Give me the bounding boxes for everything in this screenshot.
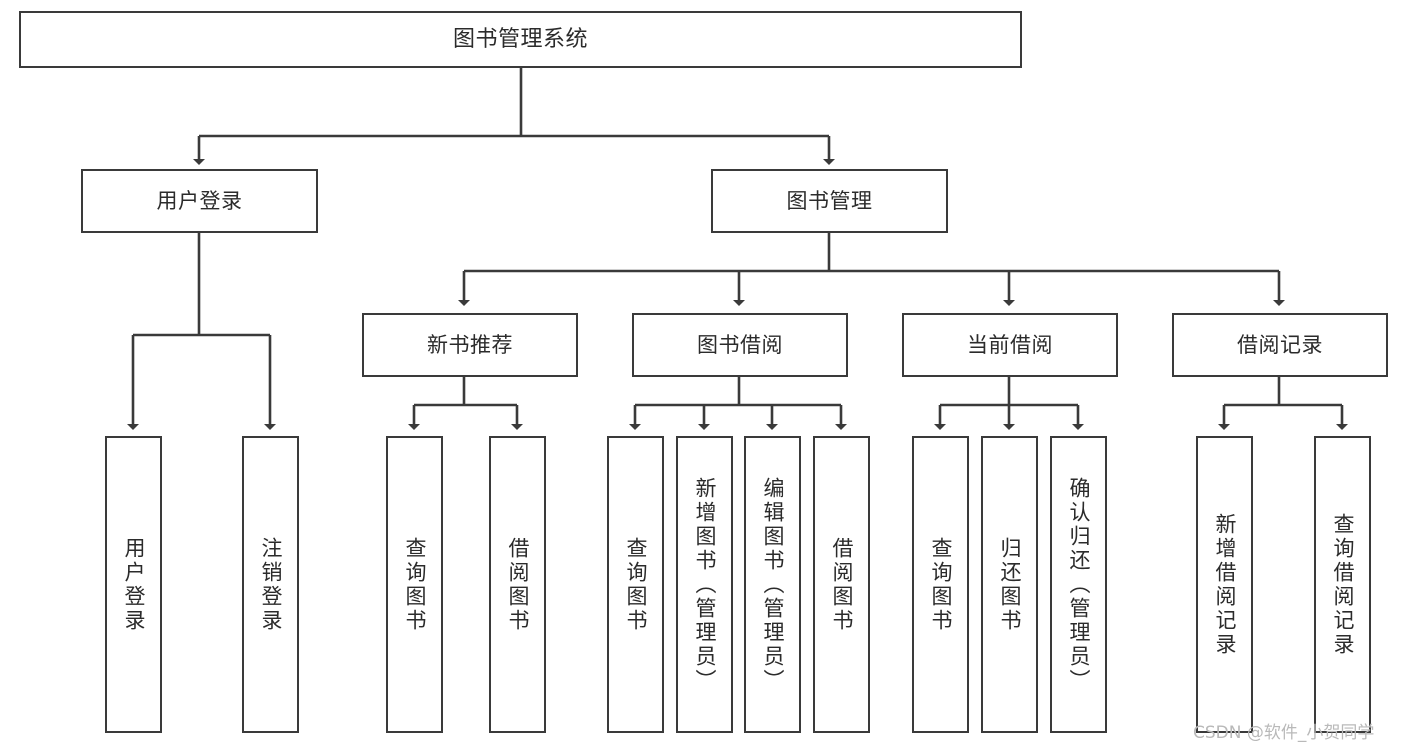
node-leaf-query-borrow-record[interactable]: 查询借阅记录 xyxy=(1314,436,1371,733)
node-user-login[interactable]: 用户登录 xyxy=(81,169,318,233)
node-label: 确认归还（管理员） xyxy=(1067,476,1091,693)
node-label: 注销登录 xyxy=(259,536,283,633)
edges-borrowrecord-to-leaves xyxy=(1218,377,1348,430)
node-leaf-query-book-recommend[interactable]: 查询图书 xyxy=(386,436,443,733)
node-root-system[interactable]: 图书管理系统 xyxy=(19,11,1022,68)
node-label: 图书管理系统 xyxy=(452,26,588,52)
node-book-manage[interactable]: 图书管理 xyxy=(711,169,948,233)
node-label: 新增借阅记录 xyxy=(1213,512,1237,657)
edges-currentborrow-to-leaves xyxy=(934,377,1084,430)
edges-root-to-level2 xyxy=(193,68,835,165)
node-current-borrow[interactable]: 当前借阅 xyxy=(902,313,1118,377)
node-leaf-borrow-book-recommend[interactable]: 借阅图书 xyxy=(489,436,546,733)
node-label: 查询图书 xyxy=(624,536,648,633)
edges-bookmanage-to-level3 xyxy=(458,233,1285,306)
node-label: 查询图书 xyxy=(929,536,953,633)
edges-bookborrow-to-leaves xyxy=(629,377,847,430)
csdn-watermark: CSDN @软件_小贺同学 xyxy=(1193,723,1375,743)
node-leaf-user-login[interactable]: 用户登录 xyxy=(105,436,162,733)
edges-userlogin-to-leaves xyxy=(127,233,276,430)
node-label: 编辑图书（管理员） xyxy=(761,476,785,693)
node-new-book-recommend[interactable]: 新书推荐 xyxy=(362,313,578,377)
node-label: 借阅记录 xyxy=(1237,332,1323,357)
node-leaf-query-book-borrow[interactable]: 查询图书 xyxy=(607,436,664,733)
node-label: 新书推荐 xyxy=(427,332,513,357)
node-label: 查询图书 xyxy=(403,536,427,633)
node-book-borrow[interactable]: 图书借阅 xyxy=(632,313,848,377)
edges-newbookrec-to-leaves xyxy=(408,377,523,430)
node-leaf-query-book-current[interactable]: 查询图书 xyxy=(912,436,969,733)
node-leaf-return-book[interactable]: 归还图书 xyxy=(981,436,1038,733)
node-leaf-add-borrow-record[interactable]: 新增借阅记录 xyxy=(1196,436,1253,733)
node-label: 图书借阅 xyxy=(697,332,783,357)
node-label: 归还图书 xyxy=(998,536,1022,633)
node-label: 新增图书（管理员） xyxy=(693,476,717,693)
node-label: 借阅图书 xyxy=(506,536,530,633)
node-borrow-record[interactable]: 借阅记录 xyxy=(1172,313,1388,377)
node-leaf-borrow-book[interactable]: 借阅图书 xyxy=(813,436,870,733)
node-label: 查询借阅记录 xyxy=(1331,512,1355,657)
node-leaf-edit-book-admin[interactable]: 编辑图书（管理员） xyxy=(744,436,801,733)
node-leaf-confirm-return-admin[interactable]: 确认归还（管理员） xyxy=(1050,436,1107,733)
node-label: 图书管理 xyxy=(786,188,873,213)
node-label: 当前借阅 xyxy=(967,332,1053,357)
node-label: 用户登录 xyxy=(122,536,146,633)
node-leaf-logout[interactable]: 注销登录 xyxy=(242,436,299,733)
node-label: 借阅图书 xyxy=(830,536,854,633)
node-leaf-add-book-admin[interactable]: 新增图书（管理员） xyxy=(676,436,733,733)
node-label: 用户登录 xyxy=(156,188,243,213)
